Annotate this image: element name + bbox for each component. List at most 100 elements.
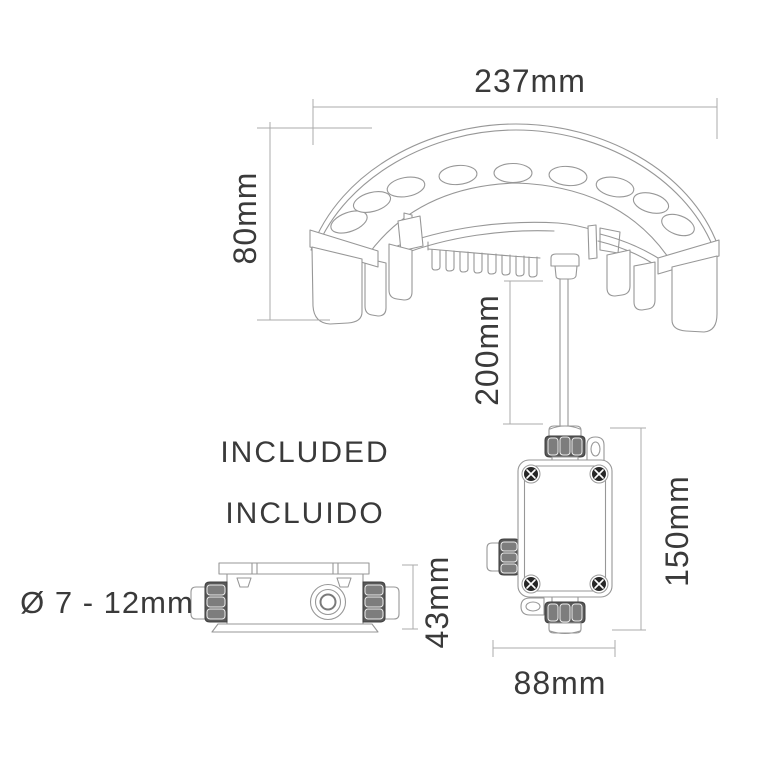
junction-box-lid-line — [523, 465, 607, 592]
top-gland-cap-arc — [549, 425, 581, 430]
top-gland-facet — [571, 437, 583, 456]
dim-line-43 — [402, 564, 418, 630]
dim-label-43: 43mm — [419, 556, 455, 649]
left-leg-panel2 — [388, 243, 413, 301]
incluido-label: INCLUIDO — [225, 497, 384, 530]
top-gland-facet — [559, 436, 571, 456]
right-leg-panel1 — [633, 261, 656, 311]
heatsink-wall-edge2 — [397, 230, 555, 257]
bottom-gland-facet — [571, 603, 583, 622]
side-right-gland-facet — [364, 608, 384, 620]
screw — [521, 574, 541, 594]
side-right-gland-cap — [384, 586, 400, 620]
dim-label-88: 88mm — [514, 665, 607, 701]
dim-label-200: 200mm — [469, 294, 505, 406]
lamp-hole — [386, 176, 426, 198]
side-gland-mid-ring — [314, 588, 342, 616]
dim-line-237 — [312, 98, 718, 145]
inner-bracket-left — [397, 215, 424, 252]
dim-box-height: 150mm — [610, 427, 695, 631]
dim-line-88 — [492, 640, 616, 657]
fin-carrier-line — [427, 248, 541, 259]
left-leg-band — [309, 229, 379, 268]
dim-fixture-width: 237mm — [312, 63, 718, 145]
included-label: INCLUDED — [220, 436, 389, 469]
wall-light-fixture-drawing — [309, 123, 720, 428]
right-leg-foot — [671, 255, 718, 333]
side-gland-outer-ring — [309, 583, 347, 621]
bottom-gland-facet — [559, 603, 571, 623]
side-left-gland-facet — [206, 584, 226, 596]
side-box-clip-left — [236, 577, 252, 588]
dim-box-depth: 43mm — [402, 556, 455, 649]
side-box-lid — [218, 562, 370, 575]
dim-fixture-height: 80mm — [227, 122, 372, 321]
side-gland-hole — [319, 593, 337, 611]
left-gland-facet — [500, 563, 518, 574]
screw — [589, 574, 609, 594]
side-box-base — [211, 623, 379, 633]
dim-label-80: 80mm — [227, 172, 263, 265]
side-right-gland-facet — [364, 596, 384, 608]
inner-bracket-right — [599, 227, 621, 254]
cable-connector-top — [550, 253, 580, 267]
cable-connector-base — [554, 265, 578, 280]
top-gland-facet — [547, 437, 559, 456]
lamp-hole — [330, 210, 368, 234]
fixture-right-leg — [606, 239, 720, 333]
dim-box-width: 88mm — [492, 640, 616, 701]
screw — [589, 464, 609, 484]
junction-box-front-drawing — [486, 425, 613, 635]
lamp-hole — [352, 191, 392, 213]
fixture-heatsink — [391, 212, 659, 278]
junction-box-side-drawing — [190, 562, 400, 633]
left-gland-cap — [486, 542, 500, 572]
screw — [521, 464, 541, 484]
bottom-gland-facet — [547, 603, 559, 622]
right-leg-panel2 — [606, 249, 631, 297]
lamp-hole — [493, 162, 533, 184]
side-right-gland-facet — [364, 584, 384, 596]
fixture-left-leg — [309, 229, 413, 325]
left-gland-facet — [500, 541, 518, 552]
inner-wall-right-edges — [597, 233, 659, 264]
bottom-gland-cap-arc — [549, 630, 581, 635]
fixture-top-face — [310, 123, 719, 263]
top-gland-cap — [548, 425, 582, 438]
dim-cable-length: 200mm — [469, 280, 543, 425]
side-box-lid-divisions — [251, 562, 339, 575]
left-leg-panel1 — [364, 257, 387, 317]
side-box-clip-right — [336, 577, 352, 588]
left-gland-facet — [500, 552, 518, 563]
heatsink-wall-edge — [391, 221, 597, 249]
lamp-hole — [438, 164, 478, 186]
mounting-ear-bottom-hole — [525, 601, 541, 612]
mounting-ear-bottom — [520, 597, 545, 616]
left-cable-gland — [486, 538, 520, 576]
lamp-hole — [595, 176, 635, 198]
top-cable-gland — [544, 425, 586, 463]
inner-bracket-right-post — [587, 224, 598, 260]
left-leg-foot — [311, 246, 363, 325]
bottom-cable-gland — [544, 595, 586, 635]
dim-line-150 — [610, 427, 646, 631]
junction-box-body — [517, 459, 613, 598]
dim-line-80 — [257, 122, 372, 321]
cable-lines — [559, 278, 569, 428]
right-leg-band — [657, 239, 720, 275]
mounting-ear-top — [586, 436, 605, 462]
dim-label-237: 237mm — [474, 63, 586, 99]
lamp-hole — [632, 192, 670, 214]
fixture-lamp-holes — [330, 162, 695, 237]
side-left-gland — [190, 581, 228, 623]
bottom-gland-cap — [548, 622, 582, 634]
junction-box-screws — [521, 464, 609, 594]
dim-line-200 — [503, 280, 543, 425]
side-left-gland-facet — [206, 596, 226, 608]
fixture-outer-rim-line — [315, 129, 714, 251]
mounting-ear-top-hole — [590, 441, 601, 457]
side-right-gland — [362, 581, 400, 623]
heatsink-fins — [431, 249, 538, 278]
